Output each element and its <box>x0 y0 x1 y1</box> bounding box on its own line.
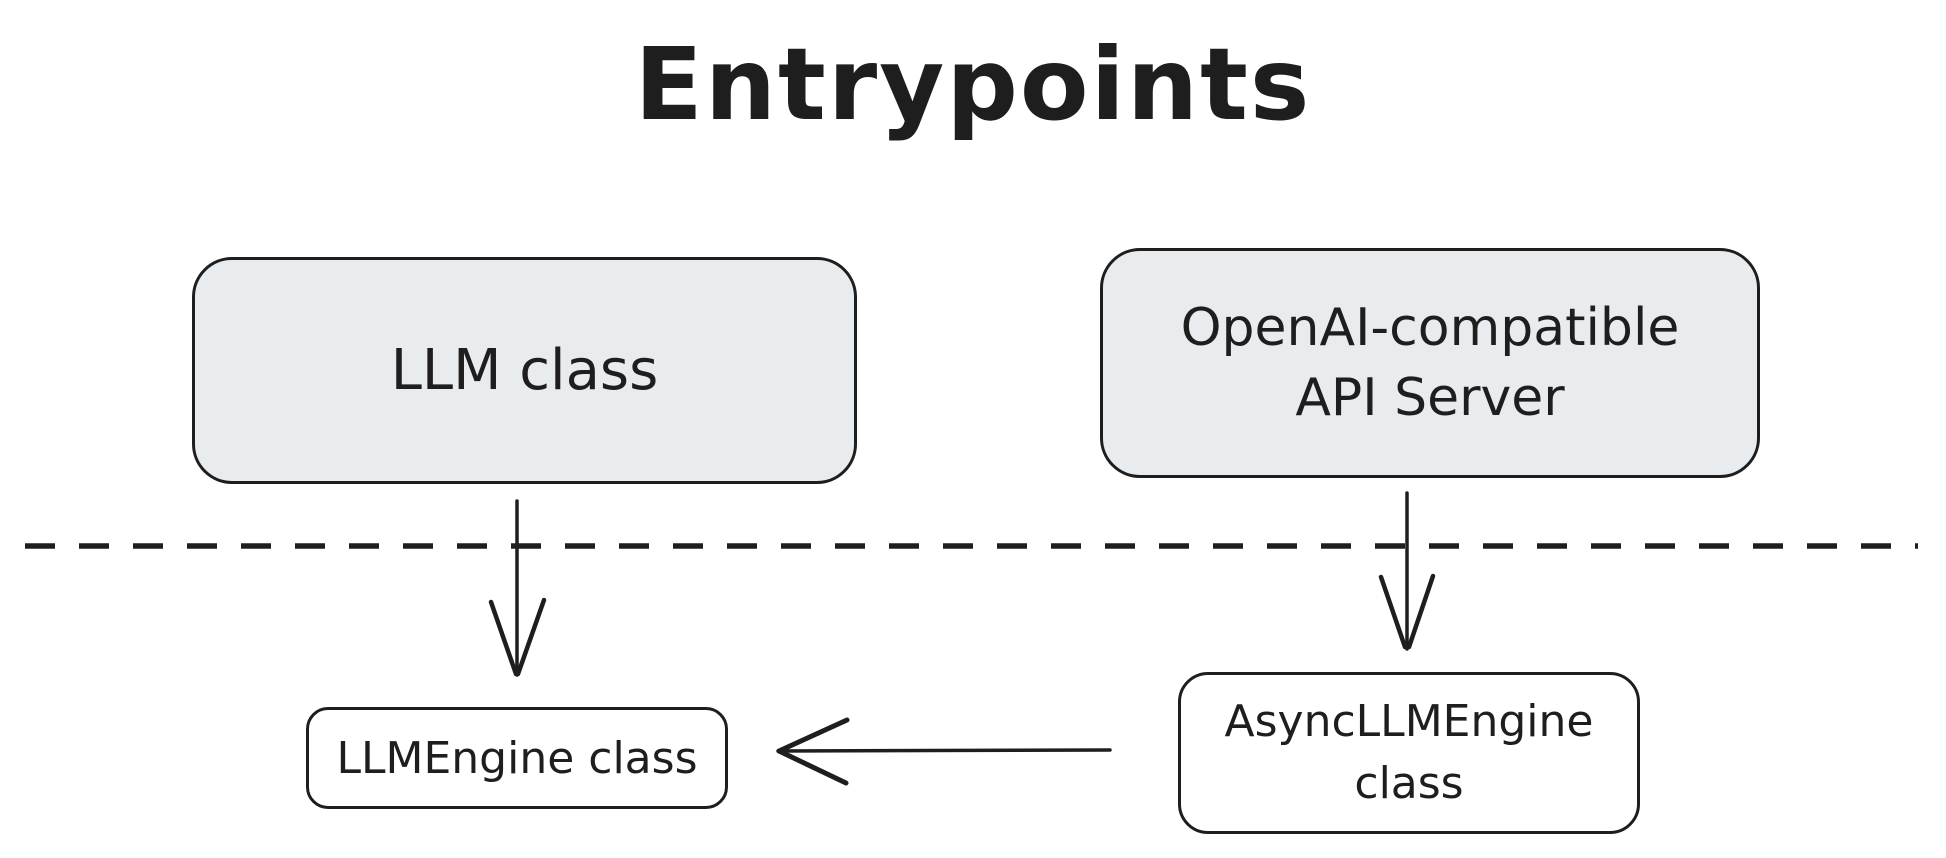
node-openai-api-server: OpenAI-compatible API Server <box>1100 248 1760 478</box>
node-llm-class: LLM class <box>192 257 857 484</box>
arrow-api-to-async-engine <box>1378 491 1436 651</box>
node-async-llm-engine: AsyncLLMEngine class <box>1178 672 1640 834</box>
arrow-async-engine-to-engine <box>776 717 1112 786</box>
node-openai-api-server-label: OpenAI-compatible API Server <box>1180 297 1680 428</box>
diagram-title: Entrypoints <box>634 26 1312 143</box>
node-llm-class-label: LLM class <box>390 338 659 403</box>
node-llm-engine: LLMEngine class <box>306 707 728 809</box>
node-llm-engine-label: LLMEngine class <box>336 732 698 784</box>
arrow-llm-to-engine <box>488 499 547 677</box>
node-async-llm-engine-label: AsyncLLMEngine class <box>1224 696 1594 809</box>
